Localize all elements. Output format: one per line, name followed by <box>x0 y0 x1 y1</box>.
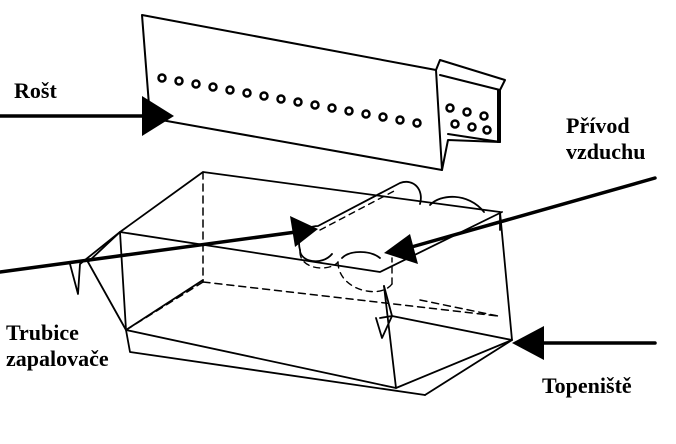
label-trubice-zapalovace: Trubice zapalovače <box>6 320 109 372</box>
pointer-arrows <box>0 114 657 345</box>
firebox-bottom-flange <box>424 339 513 396</box>
privod-pointer <box>406 176 657 250</box>
firebox-top-rim <box>119 171 501 233</box>
firebox-right-flange <box>375 315 513 341</box>
trubice-pointer <box>0 230 298 274</box>
label-rost: Rošt <box>14 78 57 103</box>
firebox-left-flange <box>69 231 121 295</box>
rost-arrow-head <box>142 96 174 136</box>
label-trubice-line2: zapalovače <box>6 346 109 371</box>
label-privod-vzduchu: Přívod vzduchu <box>566 113 645 165</box>
firebox-right-side <box>395 211 513 389</box>
firebox-hidden-edges <box>125 171 499 331</box>
topeniste-arrow-head <box>512 326 544 360</box>
grate-top-flange <box>435 59 506 91</box>
privod-arrow-head <box>384 234 418 264</box>
grate-holes <box>157 73 492 135</box>
grate-bottom-lip <box>441 139 501 171</box>
grate-side-panel <box>439 74 501 143</box>
grate <box>141 14 506 171</box>
trubice-arrow-head <box>290 216 318 247</box>
label-trubice-line1: Trubice <box>6 320 79 345</box>
label-privod-line2: vzduchu <box>566 139 646 164</box>
firebox <box>69 171 513 396</box>
label-privod-line1: Přívod <box>566 113 630 138</box>
igniter-tubes <box>298 180 485 293</box>
label-topeniste: Topeniště <box>542 373 632 398</box>
grate-back-panel <box>141 14 443 171</box>
arrow-heads <box>142 96 544 360</box>
